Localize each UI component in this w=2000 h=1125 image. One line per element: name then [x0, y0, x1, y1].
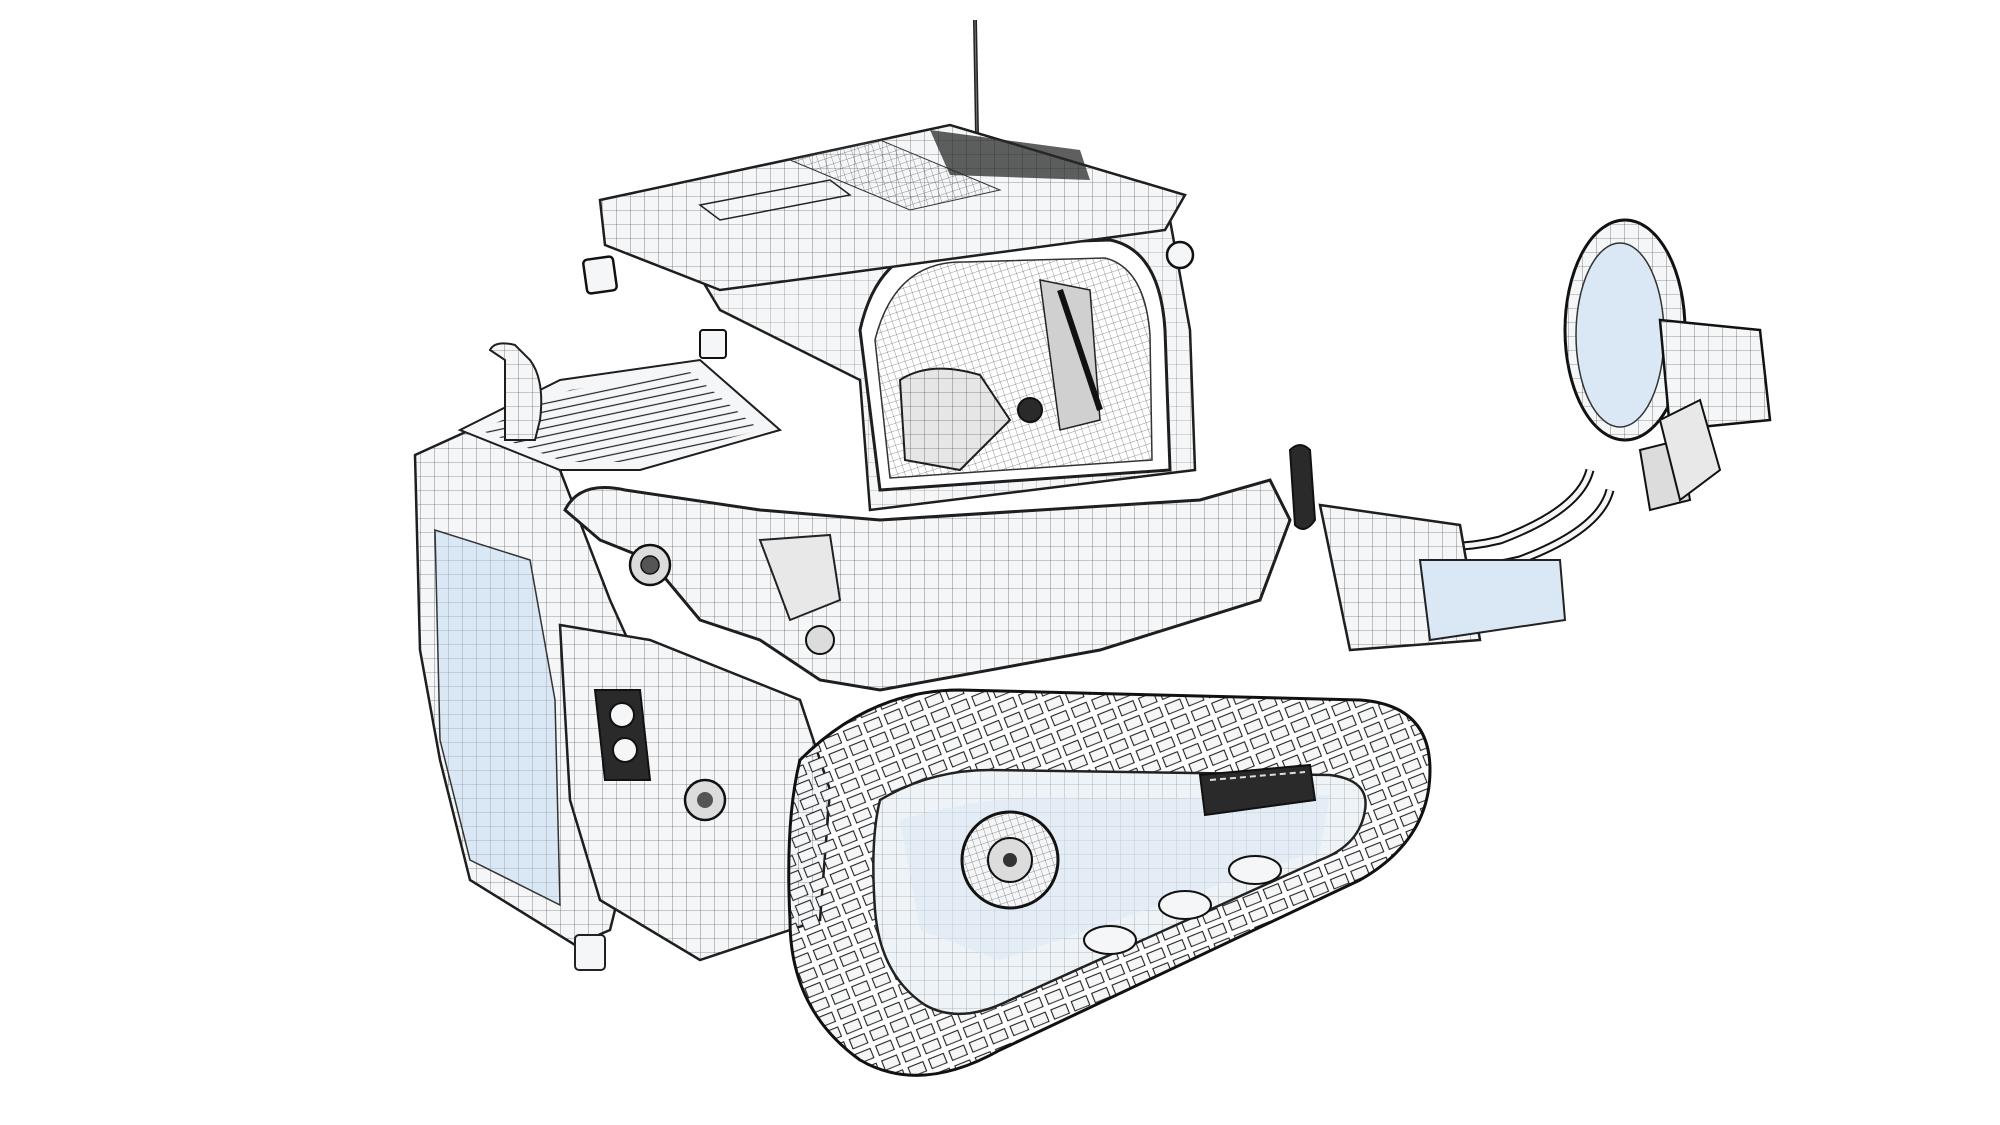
side-step-plate — [1198, 763, 1317, 817]
drive-sprocket — [960, 810, 1060, 910]
saw-blade-attachment — [1563, 218, 1772, 512]
attachment-mount-plate — [1318, 503, 1567, 652]
track-rollers — [1083, 855, 1282, 955]
side-mirror — [1288, 444, 1317, 530]
rubber-track — [787, 688, 1432, 1077]
operator-cab — [687, 218, 1197, 512]
cab-roof — [598, 123, 1187, 292]
exhaust-pipe — [488, 342, 543, 441]
antenna — [973, 19, 979, 136]
rear-work-lights — [582, 240, 1195, 359]
side-body-panel — [558, 623, 832, 962]
engine-deck-grille — [457, 358, 783, 471]
loader-boom-arm — [563, 478, 1292, 692]
